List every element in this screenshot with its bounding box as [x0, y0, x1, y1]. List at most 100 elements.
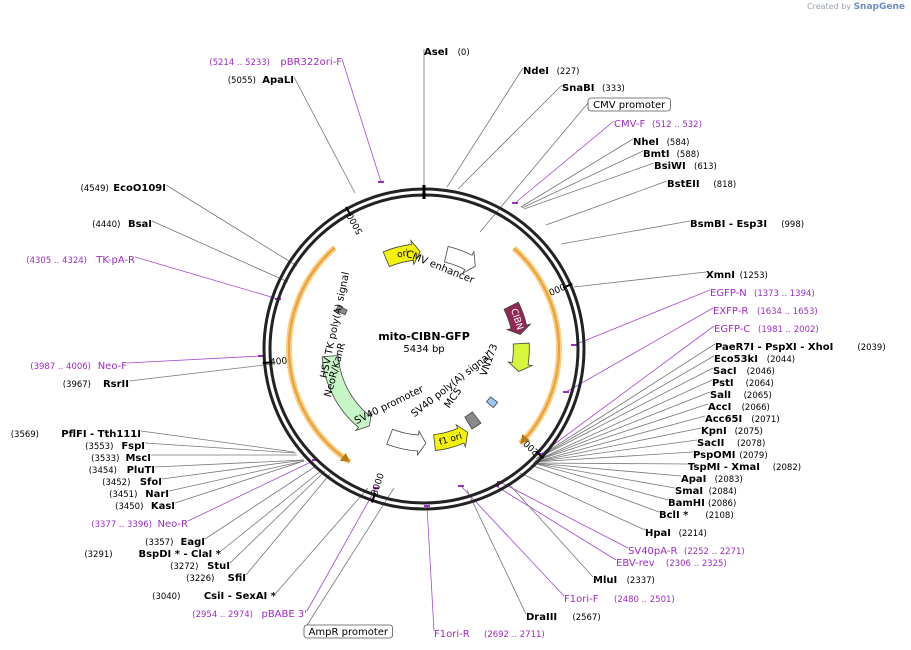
site-position: (2064): [746, 379, 774, 389]
site-label-exfpr[interactable]: EXFP-R(1634 .. 1653): [713, 306, 818, 317]
site-label-sfoi[interactable]: SfoI(3452): [102, 477, 162, 488]
leader-line: [523, 162, 655, 210]
site-label-nari[interactable]: NarI(3451): [109, 489, 169, 500]
site-label-bspdi[interactable]: BspDI * - ClaI *(3291): [84, 549, 221, 560]
site-name: SmaI: [675, 486, 703, 497]
site-label-cmvpro[interactable]: CMV promoter: [587, 97, 671, 112]
site-label-msci[interactable]: MscI(3533): [91, 453, 151, 464]
leader-line: [514, 120, 615, 204]
feature-mcs[interactable]: [485, 396, 499, 409]
site-label-acc65i[interactable]: Acc65I(2071): [705, 414, 780, 425]
feature-vn173[interactable]: [507, 342, 534, 372]
leader-line: [174, 460, 305, 504]
site-name: NheI: [633, 137, 659, 148]
site-label-eco53ki[interactable]: Eco53kI(2044): [714, 354, 795, 365]
site-label-ebvrev[interactable]: EBV-rev(2306 .. 2325): [616, 558, 727, 569]
site-name: XmnI: [706, 270, 735, 281]
site-name: SfiI: [228, 573, 246, 584]
site-label-csii[interactable]: CsiI - SexAI *(3040): [152, 591, 277, 602]
site-name: BclI *: [659, 510, 689, 521]
site-position: (4549): [81, 184, 109, 194]
site-label-tspmi[interactable]: TspMI - XmaI(2082): [688, 462, 801, 473]
site-label-sali[interactable]: SalI(2065): [710, 390, 772, 401]
leader-line: [519, 472, 646, 531]
leader-line: [293, 76, 356, 194]
site-position: (3454): [89, 466, 117, 476]
feature-ori[interactable]: [382, 239, 421, 268]
site-label-neor[interactable]: Neo-R(3377 .. 3396): [91, 519, 188, 530]
site-label-bamhi[interactable]: BamHI(2086): [668, 498, 736, 509]
site-label-ecoo109i[interactable]: EcoO109I(4549): [81, 183, 166, 194]
site-label-cmvf[interactable]: CMV-F(512 .. 532): [614, 119, 702, 130]
site-label-bmti[interactable]: BmtI(588): [643, 149, 699, 160]
site-label-ampr[interactable]: AmpR promoter: [303, 624, 393, 639]
site-label-fspi[interactable]: FspI(3553): [85, 441, 145, 452]
site-position: (2954 .. 2974): [192, 610, 253, 620]
site-position: (3987 .. 4006): [30, 362, 91, 372]
leader-line: [495, 485, 617, 561]
feature-sv40-promoter[interactable]: [386, 428, 427, 457]
site-label-tkpar[interactable]: TK-pA-R(4305 .. 4324): [26, 255, 135, 266]
site-label-pbabe[interactable]: pBABE 3'(2954 .. 2974): [192, 609, 307, 620]
site-label-saci[interactable]: SacI(2046): [713, 366, 775, 377]
site-label-sacii[interactable]: SacII (2078): [697, 438, 765, 449]
site-label-asei[interactable]: AseI(0): [424, 47, 470, 58]
leader-line: [560, 220, 691, 245]
leader-line: [534, 403, 709, 462]
site-label-draiii[interactable]: DraIII(2567): [526, 612, 601, 623]
feature-cmv-enhancer[interactable]: [443, 245, 476, 275]
site-label-pspomi[interactable]: PspOMI(2079): [693, 450, 768, 461]
site-label-bsmbi[interactable]: BsmBI - Esp3I(998): [690, 219, 804, 230]
feature-hsv-tk-poly-a-signal[interactable]: [335, 305, 348, 316]
site-label-rsrii[interactable]: RsrII(3967): [63, 379, 129, 390]
site-label-ndei[interactable]: NdeI(227): [523, 66, 579, 77]
site-label-mlui[interactable]: MluI(2337): [593, 575, 655, 586]
feature-callout-text: AmpR promoter: [309, 627, 389, 638]
site-label-nhei[interactable]: NheI(584): [633, 137, 689, 148]
leader-line: [161, 459, 305, 480]
site-label-f1orif[interactable]: F1ori-F(2480 .. 2501): [564, 594, 675, 605]
site-label-paer7i[interactable]: PaeR7I - PspXI - XhoI(2039): [715, 342, 886, 353]
site-label-bcli[interactable]: BclI *(2108): [659, 510, 734, 521]
site-label-bsai[interactable]: BsaI(4440): [92, 219, 152, 230]
site-name: SacII: [697, 438, 724, 449]
site-label-neof[interactable]: Neo-F(3987 .. 4006): [30, 361, 127, 372]
leader-line: [520, 138, 634, 208]
site-label-f1orir[interactable]: F1ori-R(2692 .. 2711): [434, 629, 545, 640]
feature-cibn[interactable]: [503, 301, 532, 336]
site-label-hpai[interactable]: HpaI(2214): [645, 528, 707, 539]
site-label-pflfi[interactable]: PflFI - Tth111I(3569): [11, 429, 141, 440]
site-label-xmni[interactable]: XmnI(1253): [706, 270, 768, 281]
site-label-eagi[interactable]: EagI(3357): [145, 537, 205, 548]
site-name: AseI: [424, 47, 448, 58]
site-label-snabi[interactable]: SnaBI(333): [562, 83, 625, 94]
site-position: (613): [694, 162, 717, 172]
site-position: (2078): [737, 439, 765, 449]
site-position: (2692 .. 2711): [484, 630, 545, 640]
leader-line: [499, 481, 629, 549]
site-label-sfii[interactable]: SfiI(3226): [186, 573, 246, 584]
site-position: (2480 .. 2501): [614, 595, 675, 605]
feature-neor-kanr[interactable]: [321, 355, 372, 432]
site-position: (5214 .. 5233): [209, 58, 270, 68]
site-label-smai[interactable]: SmaI(2084): [675, 486, 737, 497]
site-label-egfpn[interactable]: EGFP-N(1373 .. 1394): [710, 288, 815, 299]
site-label-sv40par[interactable]: SV40pA-R(2252 .. 2271): [628, 546, 745, 557]
feature-sv40-poly-a-signal[interactable]: [464, 411, 482, 430]
site-label-bsiwi[interactable]: BsiWI(613): [654, 161, 717, 172]
site-label-pluti[interactable]: PluTI(3454): [89, 465, 155, 476]
site-position: (4440): [92, 220, 120, 230]
feature-f1-ori[interactable]: [433, 423, 469, 452]
leader-line: [540, 325, 715, 455]
site-label-bsteii[interactable]: BstEII(818): [667, 179, 736, 190]
site-label-apai[interactable]: ApaI(2083): [681, 474, 743, 485]
site-label-apali[interactable]: ApaLI(5055): [228, 75, 294, 86]
site-label-kpni[interactable]: KpnI(2075): [701, 426, 763, 437]
site-label-egfpc[interactable]: EGFP-C(1981 .. 2002): [714, 324, 819, 335]
site-label-kasi[interactable]: KasI(3450): [115, 501, 175, 512]
site-label-pbr322[interactable]: pBR322ori-F(5214 .. 5233): [209, 57, 342, 68]
leader-line: [245, 473, 331, 576]
site-label-stui[interactable]: StuI(3272): [170, 561, 230, 572]
site-label-psti[interactable]: PstI(2064): [712, 378, 774, 389]
site-label-acci[interactable]: AccI(2066): [708, 402, 770, 413]
